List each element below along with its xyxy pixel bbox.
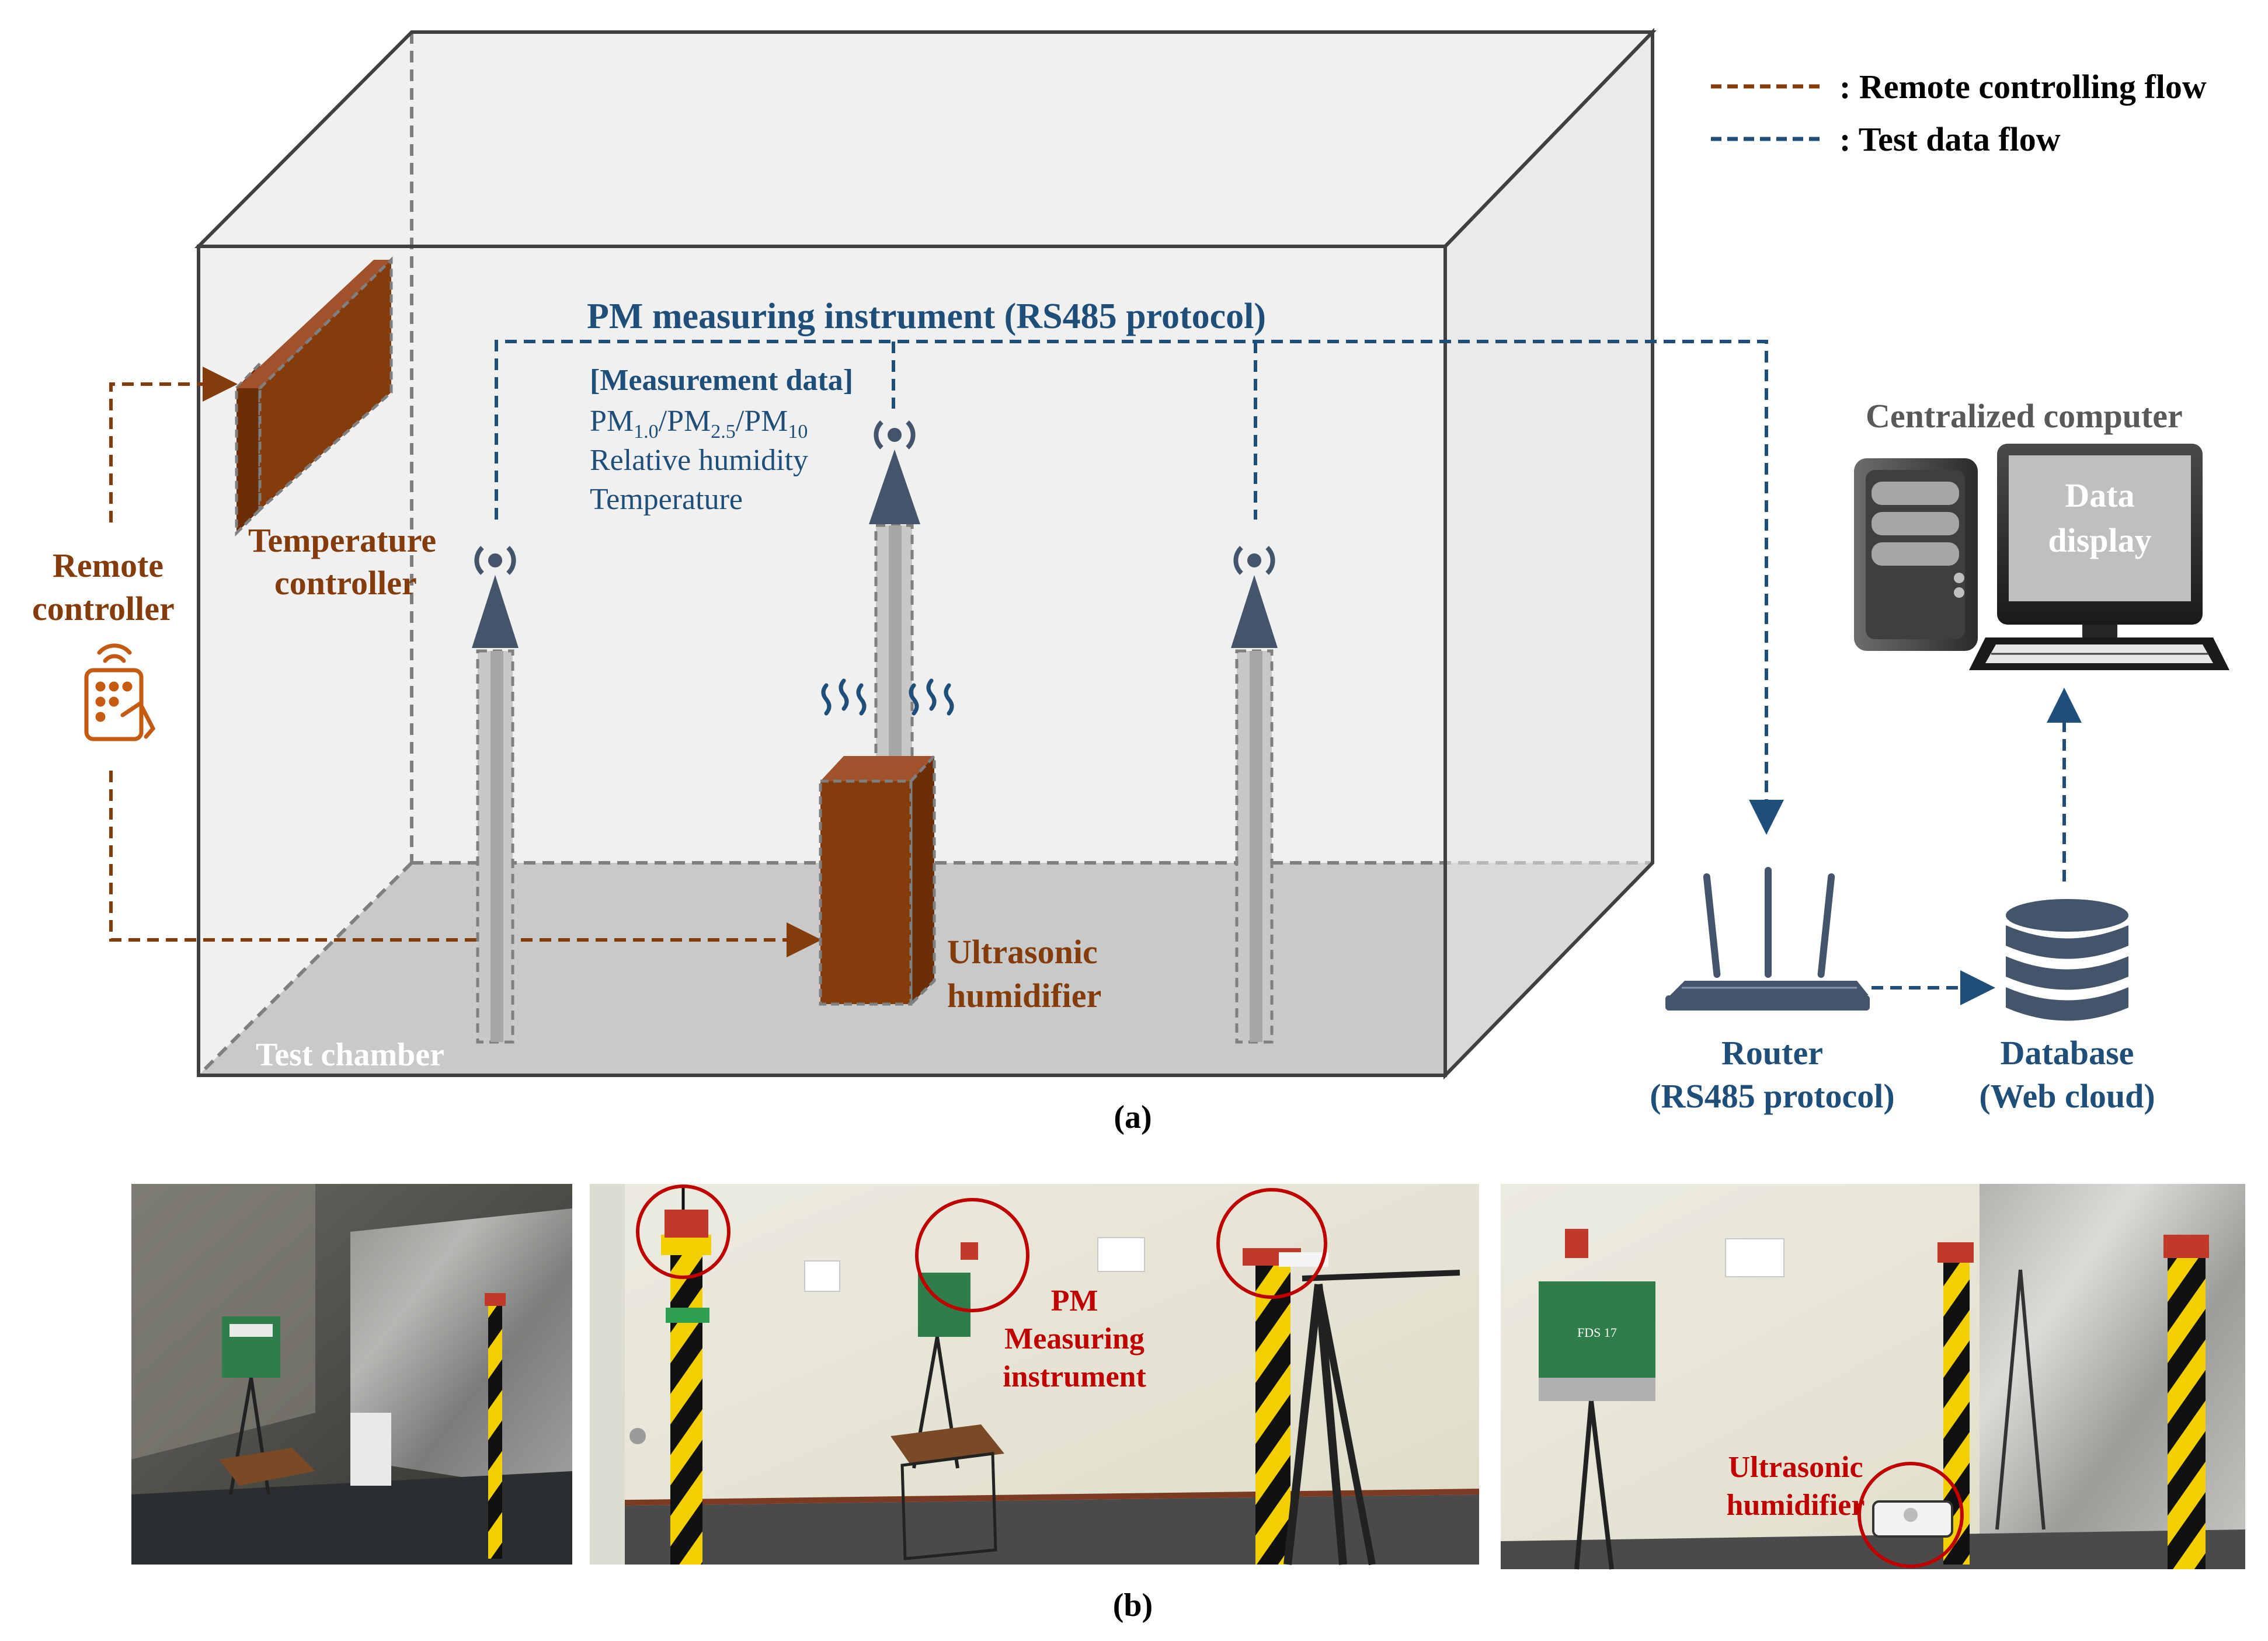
pm-label-3: instrument bbox=[1003, 1360, 1146, 1393]
pm-label-1: PM bbox=[1051, 1284, 1098, 1318]
measurement-pm: PM1.0/PM2.5/PM10 bbox=[590, 405, 808, 443]
temperature-controller-label-2: controller bbox=[274, 564, 417, 602]
photo-humidifier-closeup: FDS 17 Ultrasonic humidifier bbox=[1501, 1184, 2245, 1570]
temperature-controller-label-1: Temperature bbox=[248, 521, 436, 559]
highlight-circle-right bbox=[1216, 1188, 1327, 1299]
sensor-pole-left bbox=[472, 546, 519, 1044]
database-label-2: (Web cloud) bbox=[1979, 1077, 2155, 1115]
photo-pm-instruments: PM Measuring instrument bbox=[589, 1184, 1480, 1566]
test-chamber-label: Test chamber bbox=[256, 1037, 444, 1073]
humidifier-photo-label-2: humidifier bbox=[1727, 1489, 1865, 1522]
data-flow-lines bbox=[495, 340, 2082, 1005]
legend: : Remote controlling flow : Test data fl… bbox=[1711, 68, 2207, 158]
pm-instrument-title: PM measuring instrument (RS485 protocol) bbox=[587, 297, 1266, 336]
data-display-label-1: Data bbox=[2065, 476, 2134, 514]
remote-flow-lines bbox=[109, 367, 822, 957]
remote-controller-label-1: Remote bbox=[53, 546, 164, 584]
remote-icon bbox=[84, 643, 156, 741]
computer-monitor-icon bbox=[1969, 444, 2229, 670]
case-label: FDS 17 bbox=[1577, 1325, 1617, 1340]
database-label-1: Database bbox=[2001, 1034, 2134, 1072]
highlight-circle-left bbox=[636, 1184, 731, 1279]
measurement-data: [Measurement data] PM1.0/PM2.5/PM10 Rela… bbox=[590, 364, 853, 516]
humidifier-photo-label-1: Ultrasonic bbox=[1728, 1451, 1863, 1484]
measurement-heading: [Measurement data] bbox=[590, 364, 853, 397]
data-display-label-2: display bbox=[2048, 521, 2151, 559]
centralized-computer-label: Centralized computer bbox=[1866, 397, 2183, 435]
caption-a: (a) bbox=[1114, 1099, 1152, 1135]
humidifier-label-2: humidifier bbox=[947, 977, 1101, 1015]
remote-controller-label-2: controller bbox=[32, 590, 175, 628]
router-icon bbox=[1665, 867, 1870, 1011]
sensor-pole-right bbox=[1231, 546, 1278, 1044]
database-icon bbox=[2006, 899, 2128, 1021]
humidifier-label-1: Ultrasonic bbox=[947, 933, 1098, 971]
highlight-circle-center bbox=[915, 1198, 1029, 1312]
computer-tower-icon bbox=[1854, 458, 1978, 651]
ultrasonic-humidifier bbox=[819, 752, 936, 1008]
caption-b: (b) bbox=[1113, 1587, 1153, 1623]
router-label-2: (RS485 protocol) bbox=[1650, 1077, 1894, 1115]
router-label-1: Router bbox=[1721, 1034, 1823, 1072]
legend-data-label: : Test data flow bbox=[1839, 120, 2061, 158]
temperature-controller bbox=[235, 256, 393, 537]
highlight-circle-humidifier bbox=[1857, 1462, 1964, 1568]
pm-label-2: Measuring bbox=[1004, 1322, 1145, 1356]
photo-room-overview bbox=[131, 1184, 572, 1565]
measurement-humidity: Relative humidity bbox=[590, 444, 808, 477]
legend-remote-label: : Remote controlling flow bbox=[1839, 68, 2207, 106]
measurement-temperature: Temperature bbox=[590, 483, 743, 516]
humidifier-mist-icon bbox=[821, 678, 954, 716]
